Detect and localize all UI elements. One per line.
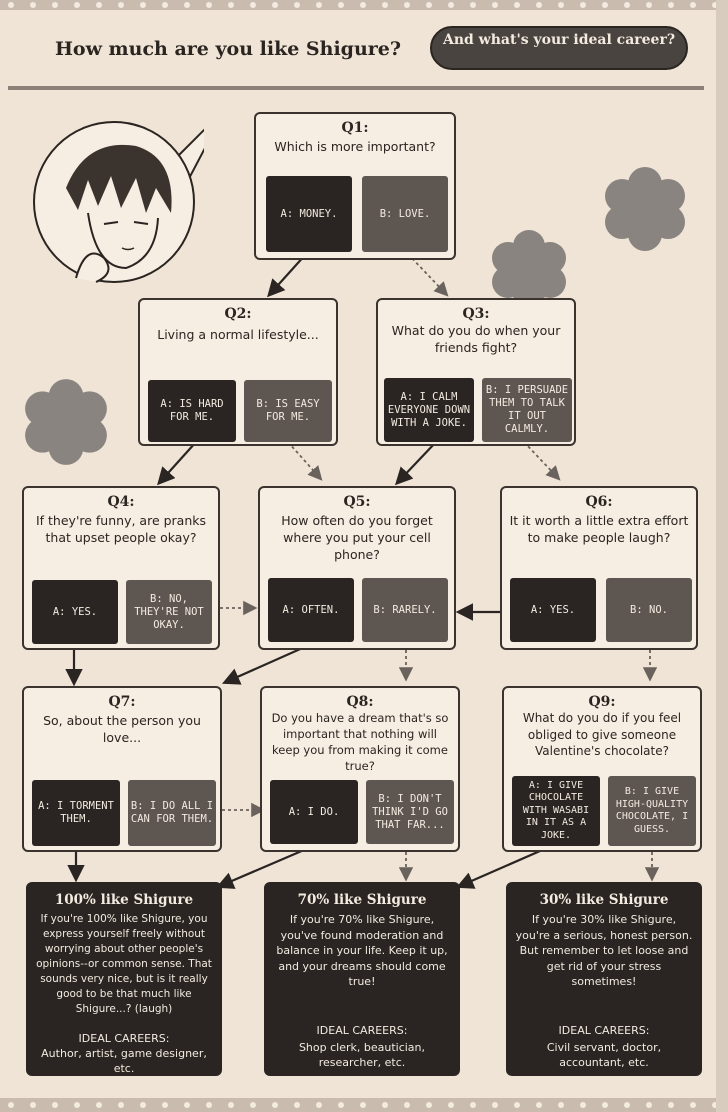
result-text: If you're 30% like Shigure, you're a ser…	[515, 913, 693, 988]
page-title: How much are you like Shigure?	[54, 38, 402, 60]
question-text: Which is more important?	[274, 139, 436, 154]
result-text: If you're 100% like Shigure, you express…	[36, 913, 212, 1015]
question-text: So, about the person you love...	[43, 713, 201, 745]
careers-label: IDEAL CAREERS:	[558, 1024, 650, 1037]
bottom-dot-border	[0, 1098, 728, 1112]
question-card: Q4: If they're funny, are pranks that up…	[22, 486, 220, 650]
option-a: A: YES.	[32, 580, 118, 644]
question-number: Q9:	[588, 694, 616, 710]
result-title: 100% like Shigure	[54, 892, 194, 908]
career-subtitle-badge: And what's your ideal career?	[430, 26, 688, 70]
question-text: Living a normal lifestyle...	[157, 327, 319, 342]
option-a: A: I GIVE CHOCOLATE WITH WASABI IN IT AS…	[512, 776, 600, 846]
option-a: A: IS HARD FOR ME.	[148, 380, 236, 442]
question-number: Q6:	[585, 494, 613, 510]
option-b: B: LOVE.	[362, 176, 448, 252]
question-card: Q1: Which is more important? A: MONEY. B…	[254, 112, 456, 260]
option-a: A: YES.	[510, 578, 596, 642]
top-dot-border	[0, 0, 728, 10]
option-b: B: NO.	[606, 578, 692, 642]
result-card: 30% like Shigure If you're 30% like Shig…	[506, 882, 702, 1076]
question-card: Q7: So, about the person you love... A: …	[22, 686, 222, 852]
option-b: B: IS EASY FOR ME.	[244, 380, 332, 442]
careers-label: IDEAL CAREERS:	[316, 1024, 408, 1037]
flower-icon	[25, 379, 107, 465]
question-text: Do you have a dream that's so important …	[271, 711, 449, 773]
option-b: B: I PERSUADE THEM TO TALK IT OUT CALMLY…	[482, 378, 572, 442]
question-number: Q3:	[462, 306, 490, 322]
result-text: If you're 70% like Shigure, you've found…	[276, 913, 448, 988]
result-card: 70% like Shigure If you're 70% like Shig…	[264, 882, 460, 1076]
question-number: Q2:	[224, 306, 252, 322]
question-number: Q4:	[107, 494, 135, 510]
option-b: B: I DO ALL I CAN FOR THEM.	[128, 780, 216, 846]
question-text: How often do you forget where you put yo…	[281, 513, 433, 562]
question-text: What do you do when your friends fight?	[391, 323, 561, 355]
option-b: B: NO, THEY'RE NOT OKAY.	[126, 580, 212, 644]
question-card: Q8: Do you have a dream that's so import…	[260, 686, 460, 852]
question-card: Q9: What do you do if you feel obliged t…	[502, 686, 702, 852]
question-card: Q5: How often do you forget where you pu…	[258, 486, 456, 650]
question-text: What do you do if you feel obliged to gi…	[522, 711, 682, 758]
question-text: If they're funny, are pranks that upset …	[35, 513, 207, 545]
question-number: Q1:	[341, 120, 369, 136]
option-b: B: I DON'T THINK I'D GO THAT FAR...	[366, 780, 454, 844]
question-card: Q2: Living a normal lifestyle... A: IS H…	[138, 298, 338, 446]
option-a: A: I TORMENT THEM.	[32, 780, 120, 846]
question-card: Q3: What do you do when your friends fig…	[376, 298, 576, 446]
question-number: Q5:	[343, 494, 371, 510]
flower-icon	[605, 167, 685, 251]
careers-list: Author, artist, game designer, etc.	[41, 1047, 207, 1075]
option-b: B: I GIVE HIGH-QUALITY CHOCOLATE, I GUES…	[608, 776, 696, 846]
option-a: A: I CALM EVERYONE DOWN WITH A JOKE.	[384, 378, 474, 442]
option-a: A: I DO.	[270, 780, 358, 844]
page-edge	[716, 0, 728, 1112]
option-b: B: RARELY.	[362, 578, 448, 642]
result-title: 30% like Shigure	[539, 892, 669, 908]
question-card: Q6: It it worth a little extra effort to…	[500, 486, 698, 650]
careers-list: Shop clerk, beautician, researcher, etc.	[298, 1041, 426, 1069]
option-a: A: OFTEN.	[268, 578, 354, 642]
question-text: It it worth a little extra effort to mak…	[509, 513, 689, 545]
option-a: A: MONEY.	[266, 176, 352, 252]
flower-icon	[492, 230, 566, 304]
question-number: Q8:	[346, 694, 374, 710]
question-number: Q7:	[108, 694, 136, 710]
careers-list: Civil servant, doctor, accountant, etc.	[546, 1041, 662, 1069]
shigure-portrait	[33, 121, 204, 283]
careers-label: IDEAL CAREERS:	[78, 1032, 170, 1045]
result-title: 70% like Shigure	[297, 892, 427, 908]
result-card: 100% like Shigure If you're 100% like Sh…	[26, 882, 222, 1076]
header-divider	[8, 86, 704, 90]
